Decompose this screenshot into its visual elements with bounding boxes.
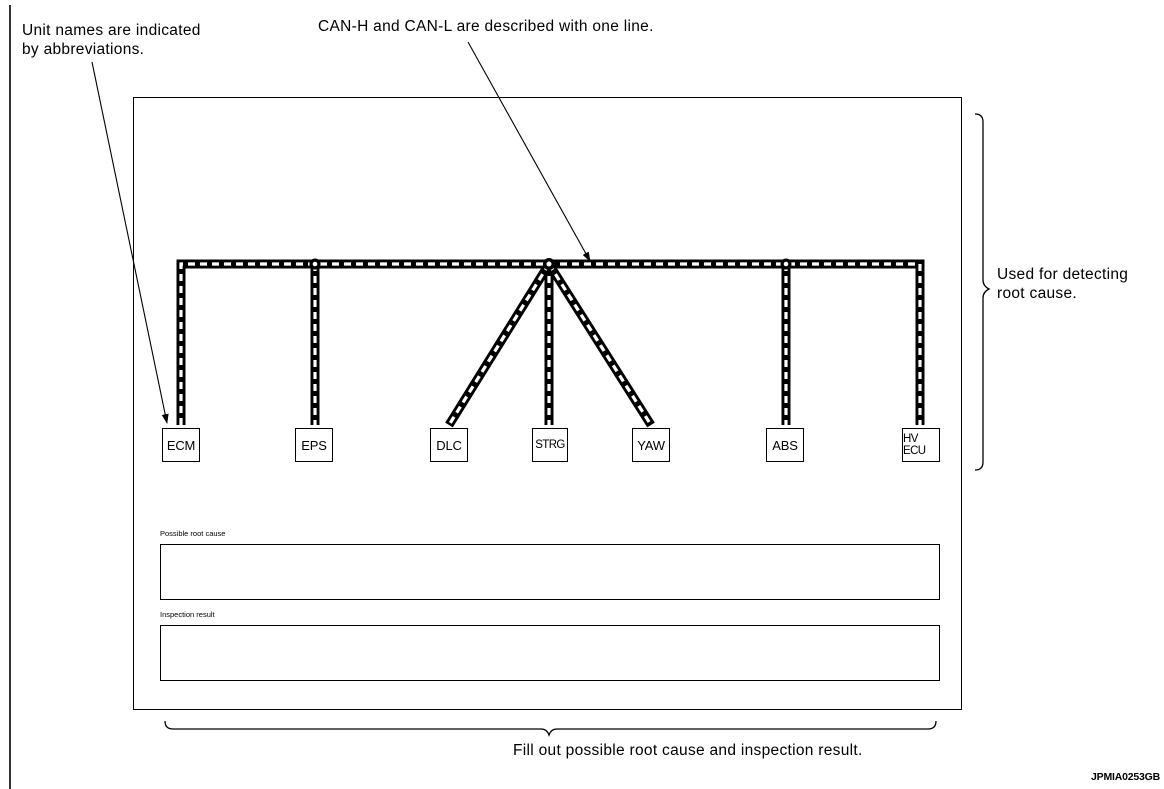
inspection-result-label: Inspection result [160,610,215,619]
unit-box-ecm: ECM [162,428,200,462]
junction-node-abs-center [783,261,789,267]
unit-label-abs: ABS [772,437,798,453]
can-line-callout: CAN-H and CAN-L are described with one l… [318,18,654,35]
unit-names-callout-line-2: by abbreviations. [22,41,145,58]
root-cause-bracket-callout: Used for detecting root cause. [997,265,1128,303]
unit-label-yaw: YAW [637,437,665,453]
unit-names-callout-line-1: Unit names are indicated [22,22,201,39]
can-bus-network [176,258,925,428]
unit-box-eps: EPS [295,428,333,462]
figure-id: JPMIA0253GB [1091,771,1160,783]
unit-box-dlc: DLC [430,428,468,462]
root-cause-curly-bracket [974,113,991,471]
unit-box-yaw: YAW [632,428,670,462]
unit-box-abs: ABS [766,428,804,462]
unit-names-leader-arrow [91,61,169,424]
can-line-leader-arrow [467,41,591,262]
junction-node-center-core [546,261,552,267]
unit-label-ecm: ECM [166,437,196,453]
can-branch-yaw-dash [547,263,653,426]
possible-root-cause-label: Possible root cause [160,529,226,538]
unit-label-strg: STRG [535,439,565,451]
unit-box-strg: STRG [532,428,568,462]
possible-root-cause-field[interactable] [160,544,940,600]
can-branch-dlc-dash [447,263,551,426]
fill-out-callout: Fill out possible root cause and inspect… [513,742,863,759]
unit-label-dlc: DLC [436,437,462,453]
fill-out-curly-bracket [164,720,937,738]
unit-names-callout: Unit names are indicated by abbreviation… [22,21,201,59]
root-cause-bracket-callout-line-2: root cause. [997,285,1077,302]
unit-label-hv-ecu: HV ECU [903,433,926,457]
worksheet-frame [133,97,962,710]
root-cause-bracket-callout-line-1: Used for detecting [997,266,1129,283]
unit-box-hv-ecu: HV ECU [902,428,940,462]
inspection-result-field[interactable] [160,625,940,681]
junction-node-eps-center [312,261,318,267]
unit-label-eps: EPS [301,437,327,453]
